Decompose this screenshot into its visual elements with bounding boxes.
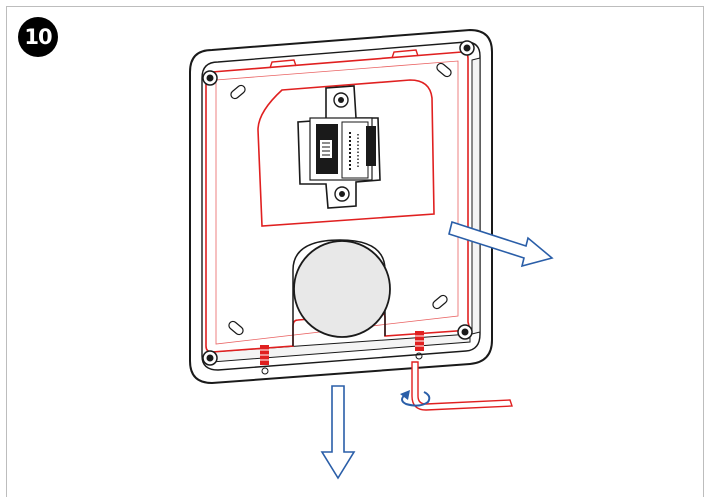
step-number-badge: 10 — [18, 17, 58, 57]
locking-screws — [260, 331, 424, 375]
corner-screws — [202, 40, 475, 366]
cable-hole — [292, 239, 391, 346]
step-frame — [6, 6, 704, 497]
pull-arrow-right-icon — [448, 220, 554, 268]
pull-arrow-down-icon — [320, 385, 356, 480]
mounting-bracket — [297, 85, 381, 209]
rotate-arrow-icon — [400, 390, 431, 407]
step-number: 10 — [24, 25, 52, 49]
